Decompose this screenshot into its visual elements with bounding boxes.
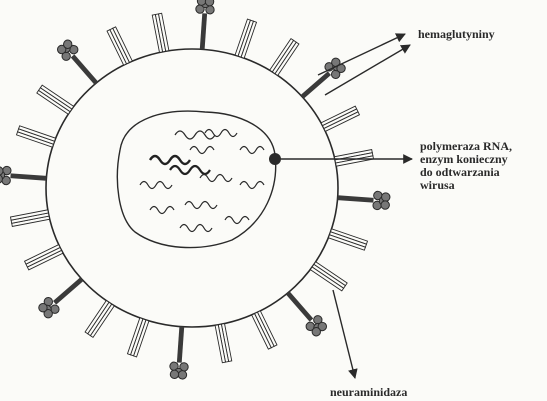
hemagglutinin-spike	[252, 311, 277, 349]
rna-segment	[205, 130, 237, 137]
neuraminidase-arrow	[333, 290, 355, 378]
hemagglutinin-spike	[334, 150, 373, 167]
neuraminidase-spike	[193, 0, 215, 50]
rna-segment	[240, 147, 264, 154]
neuraminidase-knob	[381, 201, 390, 210]
hemagglutinin-spike	[152, 13, 169, 52]
rna-segment	[150, 156, 190, 164]
polymerase-label: polymeraza RNA, enzym konieczny do odtwa…	[420, 140, 512, 192]
rna-segment	[175, 131, 215, 139]
hemagglutinin-label: hemaglutyniny	[418, 28, 495, 41]
neuraminidase-stalk	[177, 327, 184, 363]
rna-segment	[200, 175, 232, 182]
rna-segment	[140, 182, 172, 189]
rna-segment	[180, 225, 212, 232]
rna-segments	[140, 130, 264, 232]
neuraminidase-stalk	[10, 173, 46, 180]
rna-polymerase-dot	[269, 153, 281, 165]
neuraminidase-knob	[170, 370, 179, 379]
rna-segment	[185, 202, 217, 209]
neuraminidase-stalk	[71, 54, 98, 84]
neuraminidase-knob	[381, 193, 390, 202]
neuraminidase-stalk	[337, 195, 373, 202]
neuraminidase-stalk	[200, 13, 207, 49]
neuraminidase-label: neuraminidaza	[330, 386, 407, 399]
neuraminidase-knob	[178, 370, 187, 379]
hemagglutinin-rod	[110, 28, 130, 64]
hemagglutinin-arrow-1	[318, 34, 405, 75]
surface-spikes	[0, 0, 390, 379]
rna-segment	[240, 182, 264, 189]
rna-segment	[225, 217, 249, 224]
hemagglutinin-spike	[17, 126, 56, 147]
neuraminidase-spike	[337, 189, 390, 211]
hemagglutinin-spike	[215, 324, 232, 363]
hemagglutinin-spike	[328, 229, 367, 250]
hemagglutinin-rod	[255, 312, 275, 348]
neuraminidase-stalk	[53, 277, 83, 304]
hemagglutinin-rod	[88, 302, 112, 335]
hemagglutinin-spike	[235, 19, 256, 58]
hemagglutinin-rod	[26, 247, 62, 267]
neuraminidase-spike	[169, 326, 191, 379]
neuraminidase-spike	[36, 272, 87, 320]
hemagglutinin-spike	[25, 245, 63, 270]
hemagglutinin-spike	[321, 106, 359, 131]
neuraminidase-stalk	[286, 291, 313, 321]
rna-segment	[150, 207, 174, 214]
hemagglutinin-spike	[310, 262, 347, 291]
rna-segment	[190, 147, 214, 154]
hemagglutinin-rod	[272, 40, 296, 73]
neuraminidase-spike	[55, 38, 103, 89]
viral-envelope	[46, 49, 338, 327]
hemagglutinin-rod	[39, 88, 72, 112]
neuraminidase-spike	[0, 165, 47, 187]
hemagglutinin-rod	[312, 264, 345, 288]
hemagglutinin-spike	[270, 39, 299, 76]
polymerase-label-line: wirusa	[420, 179, 512, 192]
hemagglutinin-spike	[85, 301, 114, 338]
hemagglutinin-spike	[107, 27, 132, 65]
neuraminidase-spike	[281, 287, 329, 338]
rna-segment	[170, 166, 210, 174]
hemagglutinin-spike	[10, 210, 49, 227]
hemagglutinin-rod	[322, 109, 358, 129]
hemagglutinin-spike	[127, 318, 148, 357]
neuraminidase-spike	[296, 56, 347, 104]
hemagglutinin-spike	[37, 85, 74, 114]
